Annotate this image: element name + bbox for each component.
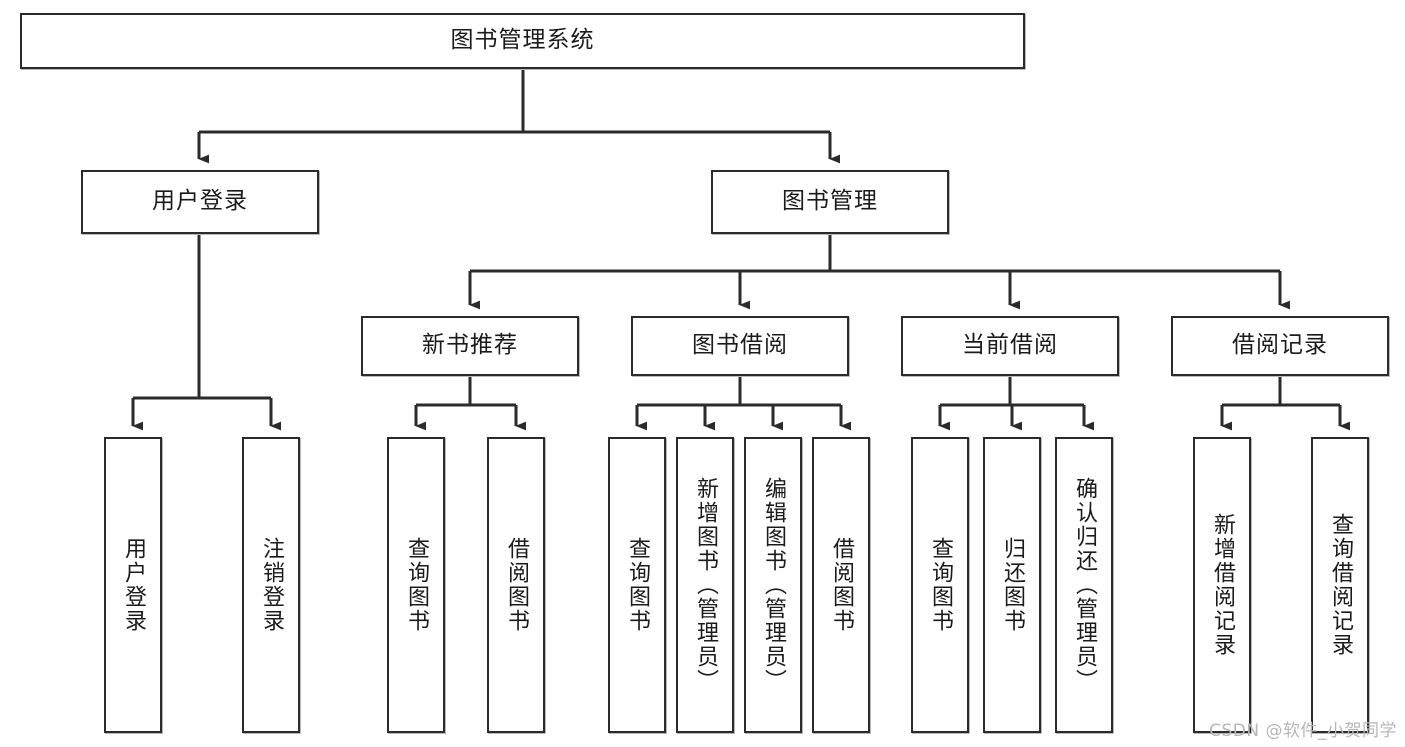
node-label: 查询图书 xyxy=(927,537,953,633)
node-label: 新书推荐 xyxy=(422,332,518,359)
node-leaf-edit-book-admin[interactable]: 编辑图书（管理员） xyxy=(744,437,802,733)
node-current-borrow[interactable]: 当前借阅 xyxy=(901,316,1119,376)
node-leaf-add-borrow-record[interactable]: 新增借阅记录 xyxy=(1193,437,1251,733)
node-label: 用户登录 xyxy=(120,537,146,633)
node-label: 借阅图书 xyxy=(503,537,529,633)
node-leaf-logout[interactable]: 注销登录 xyxy=(242,437,300,733)
node-label: 用户登录 xyxy=(152,188,248,215)
node-label: 图书借阅 xyxy=(692,332,788,359)
node-leaf-query-book-borrow[interactable]: 查询图书 xyxy=(608,437,666,733)
node-label: 新增借阅记录 xyxy=(1209,513,1235,657)
node-label: 查询图书 xyxy=(624,537,650,633)
node-label: 编辑图书（管理员） xyxy=(760,477,786,693)
node-label: 确认归还（管理员） xyxy=(1071,477,1097,693)
node-label: 借阅记录 xyxy=(1232,332,1328,359)
node-leaf-user-login[interactable]: 用户登录 xyxy=(104,437,162,733)
node-leaf-add-book-admin[interactable]: 新增图书（管理员） xyxy=(676,437,734,733)
node-leaf-borrow-book-rec[interactable]: 借阅图书 xyxy=(487,437,545,733)
node-label: 图书管理 xyxy=(782,188,878,215)
node-book-management[interactable]: 图书管理 xyxy=(711,170,949,234)
node-new-book-recommend[interactable]: 新书推荐 xyxy=(361,316,579,376)
node-leaf-borrow-book[interactable]: 借阅图书 xyxy=(812,437,870,733)
node-label: 图书管理系统 xyxy=(450,27,595,54)
node-label: 查询图书 xyxy=(403,537,429,633)
node-leaf-query-book-rec[interactable]: 查询图书 xyxy=(387,437,445,733)
node-leaf-query-borrow-record[interactable]: 查询借阅记录 xyxy=(1311,437,1369,733)
node-leaf-return-book[interactable]: 归还图书 xyxy=(983,437,1041,733)
node-label: 当前借阅 xyxy=(962,332,1058,359)
node-label: 新增图书（管理员） xyxy=(692,477,718,693)
node-leaf-query-book-current[interactable]: 查询图书 xyxy=(911,437,969,733)
node-user-login[interactable]: 用户登录 xyxy=(81,170,319,234)
node-leaf-confirm-return-admin[interactable]: 确认归还（管理员） xyxy=(1055,437,1113,733)
node-book-borrow[interactable]: 图书借阅 xyxy=(631,316,849,376)
node-label: 归还图书 xyxy=(999,537,1025,633)
node-root[interactable]: 图书管理系统 xyxy=(20,13,1025,69)
node-label: 借阅图书 xyxy=(828,537,854,633)
node-label: 注销登录 xyxy=(258,537,284,633)
node-label: 查询借阅记录 xyxy=(1327,513,1353,657)
node-borrow-records[interactable]: 借阅记录 xyxy=(1171,316,1389,376)
